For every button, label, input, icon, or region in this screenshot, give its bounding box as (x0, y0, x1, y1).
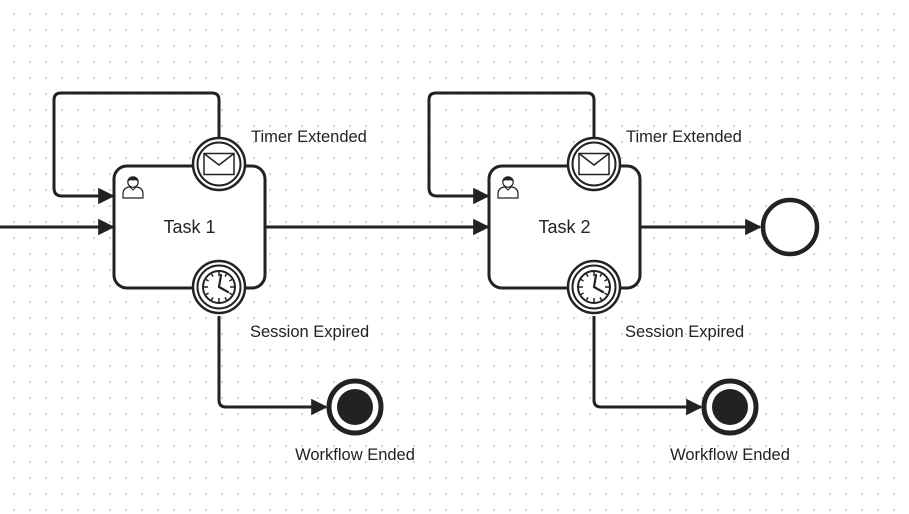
task-1-label: Task 1 (163, 217, 215, 237)
task-2-box[interactable] (487, 164, 642, 290)
task-2-timer-event[interactable] (566, 259, 622, 315)
task-1-box[interactable] (112, 164, 267, 290)
terminate-end-icon (337, 389, 373, 425)
task-2-timer-label: Session Expired (625, 323, 744, 341)
task-2-end-label: Workflow Ended (670, 446, 790, 464)
task-2-timeout-flow[interactable] (592, 316, 703, 416)
clock-icon (202, 270, 236, 304)
task-1-end-event[interactable] (326, 378, 384, 436)
envelope-icon (578, 152, 610, 176)
task-2-label: Task 2 (538, 217, 590, 237)
task-2-end-event[interactable] (701, 378, 759, 436)
envelope-icon (203, 152, 235, 176)
task-1-timer-label: Session Expired (250, 323, 369, 341)
terminate-end-icon (712, 389, 748, 425)
task-2-group: Task 2 Timer Extended (427, 91, 820, 464)
task-2-message-label: Timer Extended (626, 128, 742, 146)
task-1-timer-event[interactable] (191, 259, 247, 315)
task-1-loop-flow[interactable] (52, 91, 221, 205)
task-1-end-label: Workflow Ended (295, 446, 415, 464)
task-1-message-label: Timer Extended (251, 128, 367, 146)
clock-icon (577, 270, 611, 304)
task-1-timeout-flow[interactable] (217, 316, 328, 416)
task-2-message-event[interactable] (566, 136, 622, 192)
task-2-loop-flow[interactable] (427, 91, 596, 205)
end-event-icon[interactable] (760, 197, 820, 257)
task-1-message-event[interactable] (191, 136, 247, 192)
task-1-group: Task 1 Timer Extended (0, 91, 490, 464)
